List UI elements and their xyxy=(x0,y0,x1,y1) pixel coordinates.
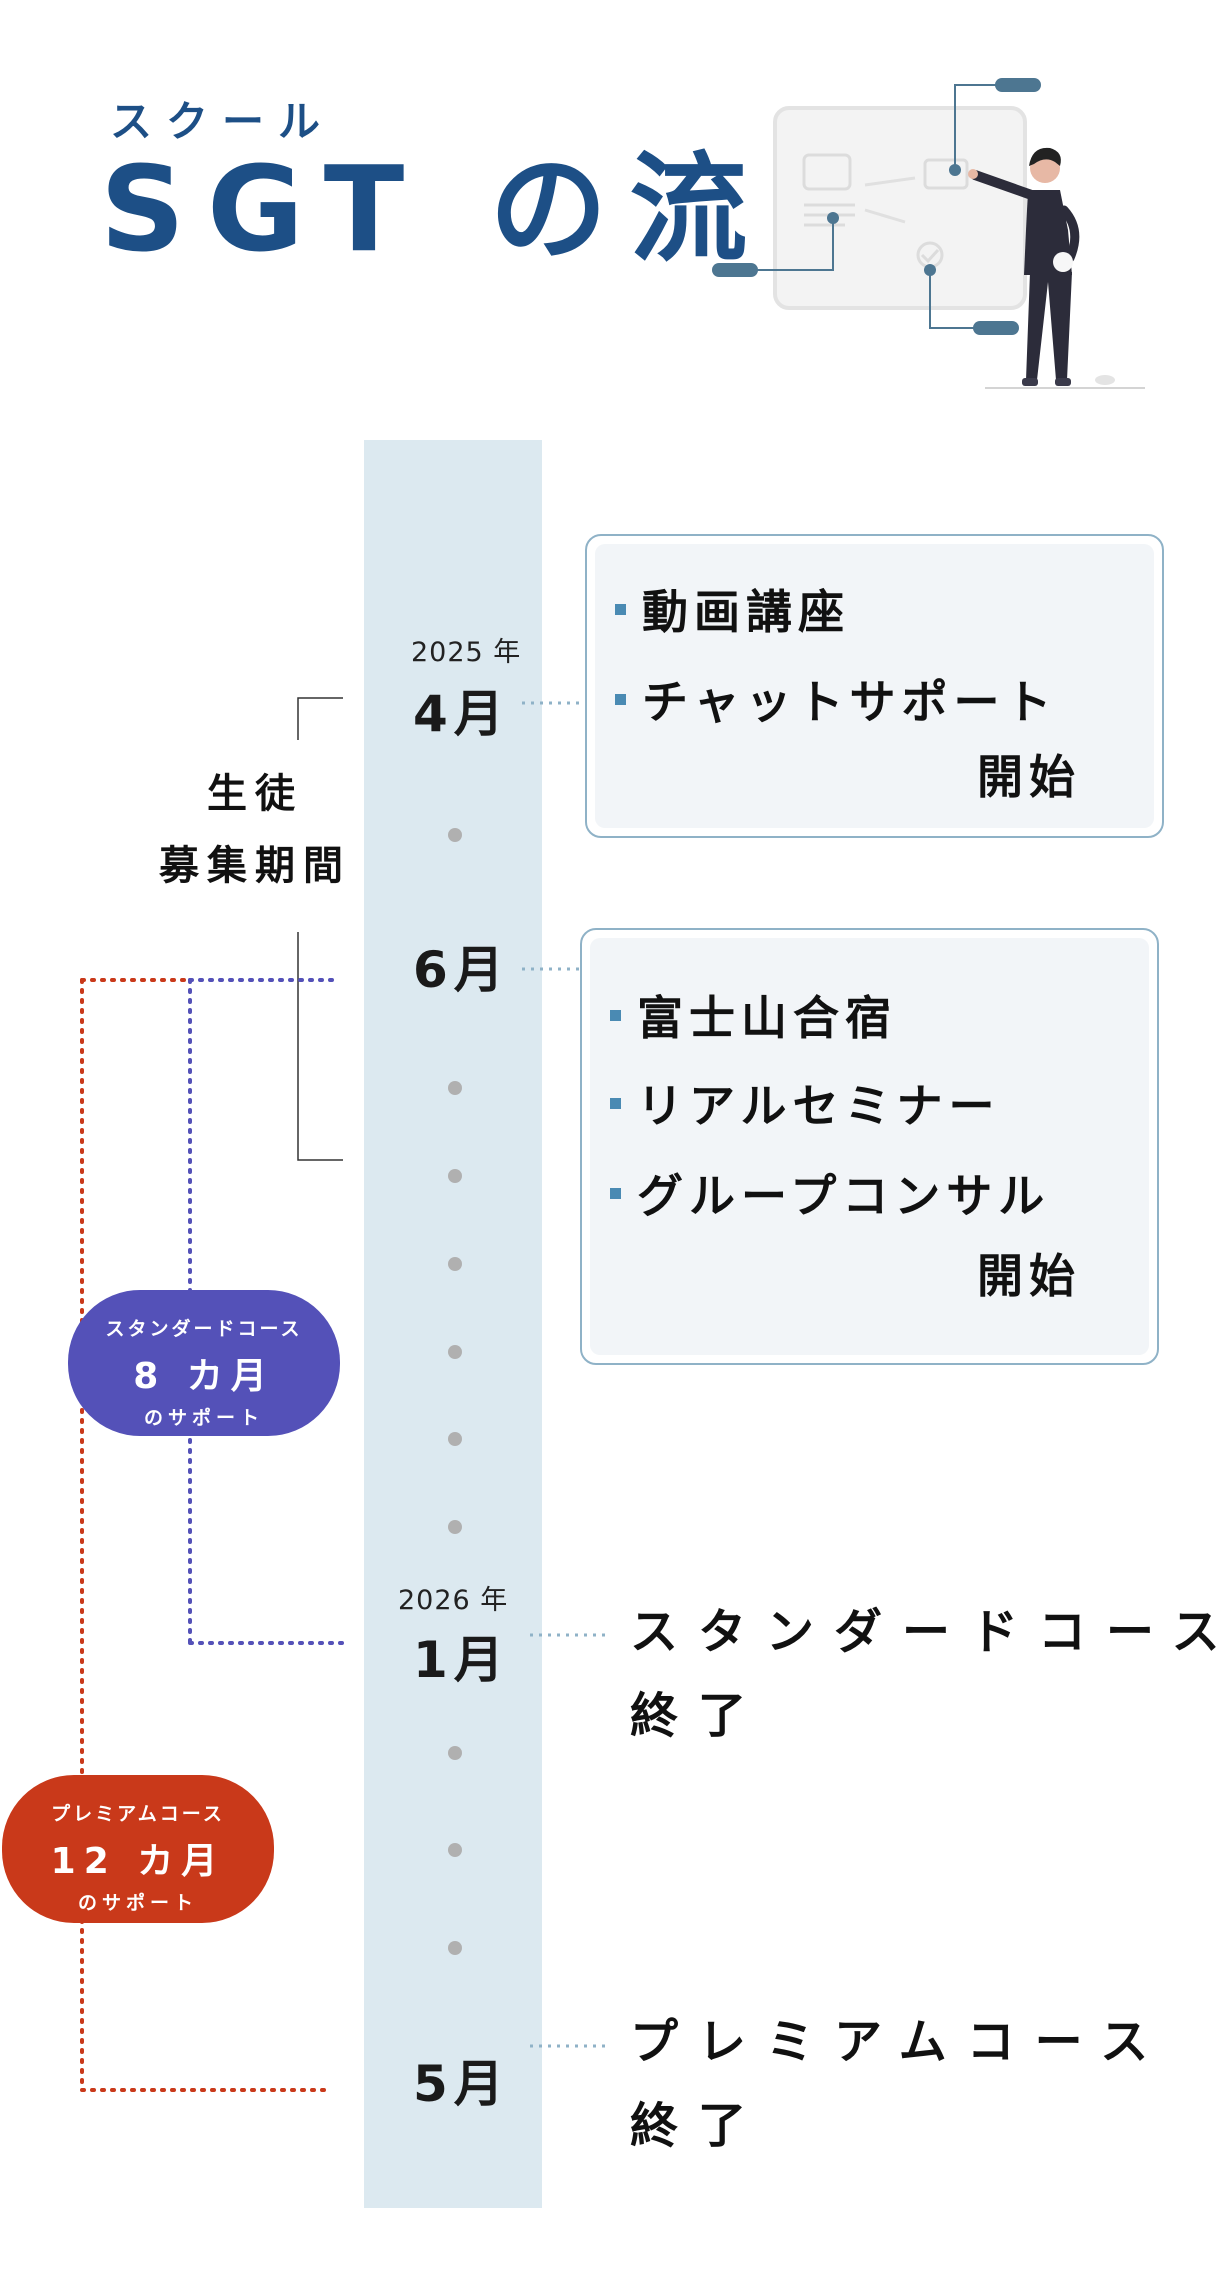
timeline-dot xyxy=(448,1081,462,1095)
month-label-january: 1月 xyxy=(413,1631,510,1689)
timeline-dot xyxy=(448,1746,462,1760)
recruitment-line2: 募集期間 xyxy=(159,843,351,889)
start-card-june: 富士山合宿 リアルセミナー グループコンサル 開始 xyxy=(580,928,1159,1365)
bullet-icon xyxy=(615,694,626,705)
month-label-april: 4月 xyxy=(413,685,510,743)
badge-course-name: スタンダードコース xyxy=(105,1318,303,1340)
timeline-dot xyxy=(448,1843,462,1857)
standard-course-badge: スタンダードコース 8 カ月 のサポート xyxy=(68,1290,340,1436)
timeline-dot xyxy=(448,828,462,842)
timeline-dot xyxy=(448,1432,462,1446)
badge-support-label: のサポート xyxy=(143,1407,264,1429)
premium-course-badge: プレミアムコース 12 カ月 のサポート xyxy=(2,1775,274,1923)
month-label-may: 5月 xyxy=(413,2055,510,2113)
timeline-dot xyxy=(448,1257,462,1271)
recruitment-label: 生徒 募集期間 xyxy=(140,758,370,902)
badge-course-name: プレミアムコース xyxy=(51,1803,225,1825)
bullet-icon xyxy=(610,1010,621,1021)
end-label-line1: スタンダードコース xyxy=(630,1604,1230,1660)
start-card-april: 動画講座 チャットサポート 開始 xyxy=(585,534,1164,838)
page-subtitle: スクール xyxy=(110,97,335,146)
card-item-continuation: 開始 xyxy=(977,750,1081,804)
card-item: 富士山合宿 xyxy=(610,982,897,1048)
card-item: グループコンサル xyxy=(610,1160,1050,1226)
timeline-band xyxy=(364,440,542,2208)
card-item: チャットサポート xyxy=(615,666,1058,732)
end-label-line2: 終了 xyxy=(630,1688,767,1744)
bullet-icon xyxy=(615,604,626,615)
year-label-2026: 2026 年 xyxy=(398,1585,509,1616)
card-item-continuation: 開始 xyxy=(977,1249,1081,1303)
card-item: リアルセミナー xyxy=(610,1070,1001,1136)
badge-support-label: のサポート xyxy=(77,1892,198,1914)
year-label-2025: 2025 年 xyxy=(411,637,522,668)
bullet-icon xyxy=(610,1098,621,1109)
month-label-june: 6月 xyxy=(413,941,510,999)
badge-duration: 8 カ月 xyxy=(133,1356,275,1397)
page-title: SGT の流れ xyxy=(100,140,910,278)
premium-course-end: プレミアムコース 終了 xyxy=(630,2000,1168,2168)
standard-course-end: スタンダードコース 終了 xyxy=(630,1590,1230,1758)
end-label-line2: 終了 xyxy=(630,2098,767,2154)
timeline-dot xyxy=(448,1169,462,1183)
bullet-icon xyxy=(610,1188,621,1199)
timeline-dot xyxy=(448,1345,462,1359)
card-item: 動画講座 xyxy=(615,576,850,642)
timeline-dot xyxy=(448,1520,462,1534)
end-label-line1: プレミアムコース xyxy=(630,2014,1169,2070)
presentation-illustration xyxy=(712,78,1145,389)
recruitment-line1: 生徒 xyxy=(207,771,303,817)
badge-duration: 12 カ月 xyxy=(50,1841,226,1882)
timeline-dot xyxy=(448,1941,462,1955)
